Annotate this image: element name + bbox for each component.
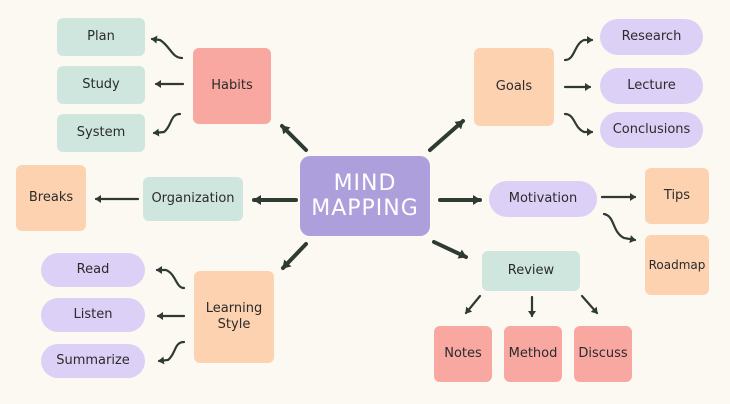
arrow-goals-to-conclusions (563, 112, 594, 136)
conclusions-node: Conclusions (600, 112, 703, 148)
arrow-habits-to-system (152, 112, 182, 137)
arrow-habits-to-plan (150, 35, 184, 60)
plan-node: Plan (57, 18, 145, 56)
center-node: MIND MAPPING (300, 156, 430, 236)
arrow-motivation-to-roadmap (602, 212, 637, 244)
system-node: System (57, 114, 145, 152)
breaks-node: Breaks (16, 165, 86, 231)
arrow-review-to-notes (464, 294, 482, 315)
method-node: Method (504, 326, 562, 382)
review-node: Review (482, 251, 580, 291)
learning-style-node: Learning Style (194, 271, 274, 363)
roadmap-node: Roadmap (645, 235, 709, 295)
goals-node: Goals (474, 48, 554, 126)
arrow-center-to-learning-style (281, 242, 308, 270)
arrow-goals-to-research (563, 36, 594, 62)
listen-node: Listen (41, 298, 145, 332)
arrow-review-to-discuss (580, 294, 599, 315)
notes-node: Notes (434, 326, 492, 382)
research-node: Research (600, 19, 703, 55)
motivation-node: Motivation (489, 181, 597, 217)
tips-node: Tips (645, 168, 709, 224)
arrow-center-to-review (432, 240, 468, 259)
organization-node: Organization (143, 177, 243, 221)
arrow-center-to-habits (280, 124, 308, 152)
arrow-center-to-goals (428, 119, 465, 152)
summarize-node: Summarize (41, 344, 145, 378)
arrow-learning-style-to-summarize (157, 340, 186, 365)
study-node: Study (57, 66, 145, 104)
read-node: Read (41, 253, 145, 287)
arrow-learning-style-to-read (155, 266, 186, 290)
discuss-node: Discuss (574, 326, 632, 382)
habits-node: Habits (193, 48, 271, 124)
lecture-node: Lecture (600, 68, 703, 104)
